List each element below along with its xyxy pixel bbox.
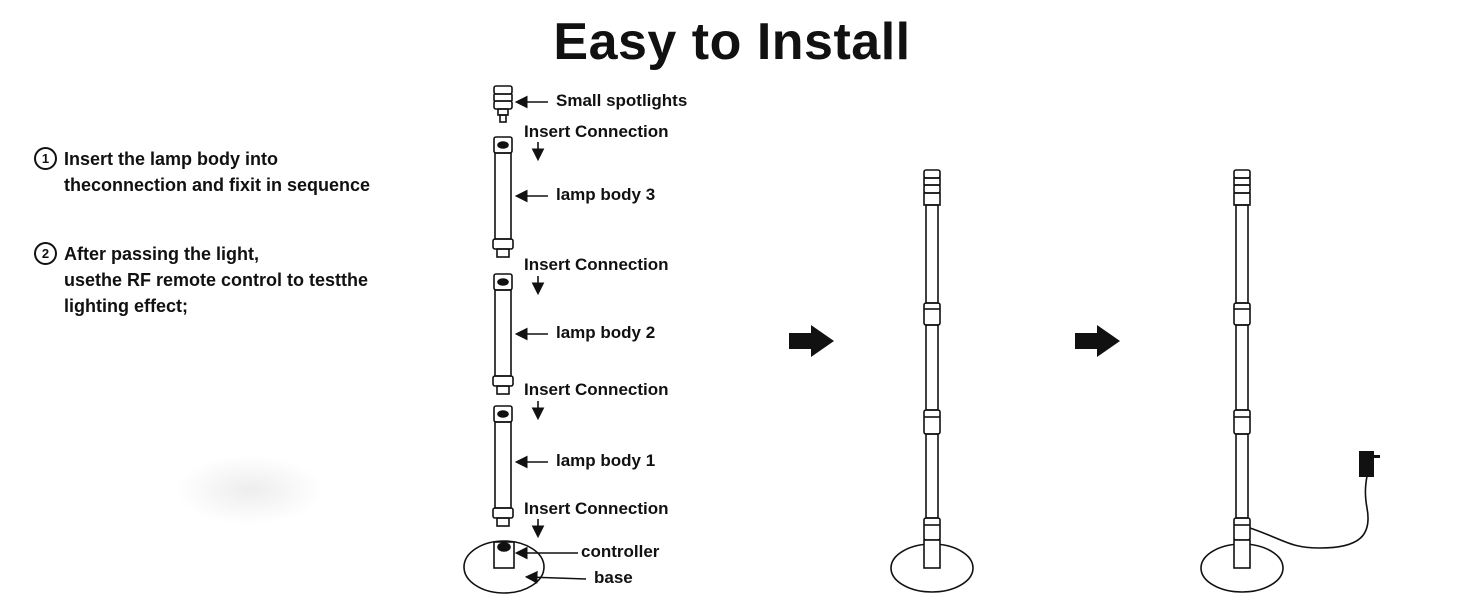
step-2-line-3: lighting effect;	[64, 296, 188, 316]
lamp-body-3-part	[492, 136, 514, 258]
small-spotlight-part	[493, 85, 513, 123]
label-insert-connection-4: Insert Connection	[524, 499, 669, 518]
step-2-text: After passing the light, usethe RF remot…	[64, 241, 368, 319]
label-small-spotlights: Small spotlights	[556, 91, 688, 110]
label-controller: controller	[581, 542, 660, 561]
page-title: Easy to Install	[553, 13, 911, 71]
lamp-body-2-part	[492, 273, 514, 395]
step-1-text: Insert the lamp body into theconnection …	[64, 146, 370, 198]
label-lamp-body-2: lamp body 2	[556, 323, 656, 342]
assembled-lamp-powered	[1200, 169, 1369, 593]
power-adapter-icon	[1359, 451, 1380, 477]
label-lamp-body-1: lamp body 1	[556, 451, 656, 470]
step-1-line-1: Insert the lamp body into	[64, 149, 279, 169]
label-base: base	[594, 568, 633, 587]
background-smudge	[175, 455, 325, 525]
base-part	[463, 540, 545, 594]
label-pointers	[514, 95, 587, 584]
step-2-number: 2	[34, 242, 57, 265]
assembled-lamp	[890, 169, 974, 593]
step-2-line-1: After passing the light,	[64, 244, 260, 264]
step-2-line-2: usethe RF remote control to testthe	[64, 270, 369, 290]
label-insert-connection-1: Insert Connection	[524, 122, 669, 141]
lamp-body-1-part	[492, 405, 514, 527]
process-arrow-1-icon	[789, 325, 834, 357]
step-1-line-2: theconnection and fixit in sequence	[64, 175, 371, 195]
process-arrow-2-icon	[1075, 325, 1120, 357]
step-1-number: 1	[34, 147, 57, 170]
label-lamp-body-3: lamp body 3	[556, 185, 656, 204]
label-insert-connection-2: Insert Connection	[524, 255, 669, 274]
label-insert-connection-3: Insert Connection	[524, 380, 669, 399]
